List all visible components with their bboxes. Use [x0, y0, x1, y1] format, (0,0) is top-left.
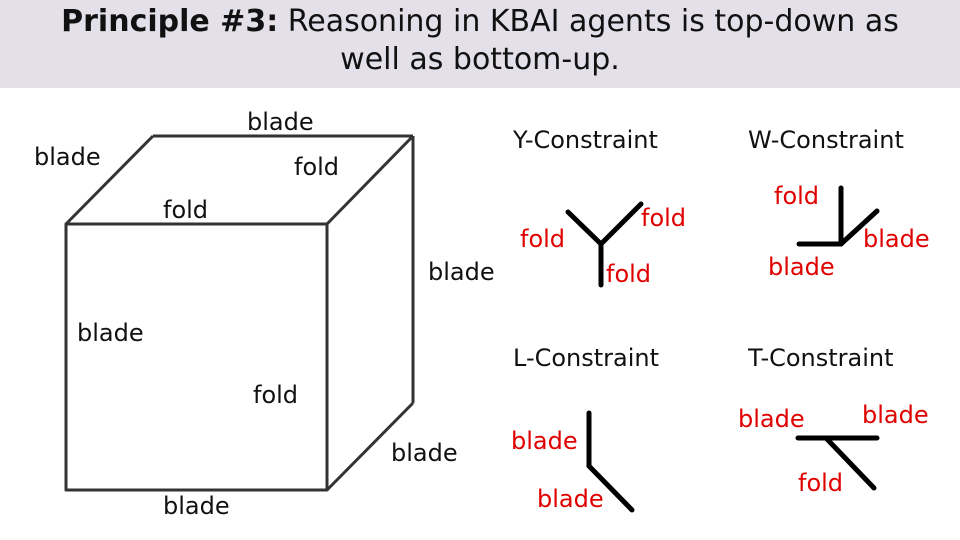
cube-top-inner-edge — [325, 134, 415, 226]
title-line-2: well as bottom-up. — [340, 42, 620, 77]
l-junction — [586, 410, 635, 513]
y-junction — [565, 201, 644, 288]
cube-label-right-lower: blade — [391, 439, 458, 467]
l-label-top: blade — [511, 427, 578, 455]
cube-label-right-upper: blade — [428, 258, 495, 286]
t-junction-stem — [823, 435, 877, 491]
w-junction-right-arm — [838, 208, 880, 247]
t-label-left: blade — [738, 405, 805, 433]
l-junction-diagonal-arm — [586, 463, 635, 513]
page-title: Principle #3: Reasoning in KBAI agents i… — [0, 4, 960, 39]
cube-bottom-right-edge — [325, 401, 415, 492]
w-constraint-heading: W-Constraint — [748, 126, 904, 154]
cube-label-top-front: fold — [163, 196, 209, 224]
w-label-right: blade — [863, 225, 930, 253]
cube-label-bottom: blade — [163, 492, 230, 520]
t-label-right: blade — [862, 401, 929, 429]
t-label-bottom: fold — [798, 469, 844, 497]
cube-label-front-inner: fold — [253, 381, 299, 409]
title-prefix: Principle #3: — [61, 4, 279, 39]
cube-label-top-back: blade — [247, 108, 314, 136]
t-junction — [795, 435, 880, 491]
y-label-left: fold — [520, 225, 566, 253]
cube-label-top-left: blade — [34, 143, 101, 171]
y-junction-right-arm — [598, 201, 644, 247]
w-junction — [796, 185, 880, 247]
y-label-bottom: fold — [606, 260, 652, 288]
l-constraint-heading: L-Constraint — [513, 344, 660, 372]
cube-label-front-left: blade — [77, 319, 144, 347]
l-label-bottom: blade — [537, 485, 604, 513]
w-label-bottom: blade — [768, 253, 835, 281]
y-junction-left-arm — [565, 209, 604, 247]
cube-label-top-inner: fold — [294, 153, 340, 181]
title-banner — [0, 0, 960, 88]
title-line-1: Reasoning in KBAI agents is top-down as — [287, 4, 899, 39]
cube-front-face — [64, 222, 329, 492]
cube-top-left-edge — [64, 134, 155, 226]
w-label-top: fold — [774, 182, 820, 210]
y-label-right: fold — [641, 204, 687, 232]
y-constraint-heading: Y-Constraint — [513, 126, 658, 154]
cube — [64, 134, 415, 492]
t-constraint-heading: T-Constraint — [748, 344, 894, 372]
